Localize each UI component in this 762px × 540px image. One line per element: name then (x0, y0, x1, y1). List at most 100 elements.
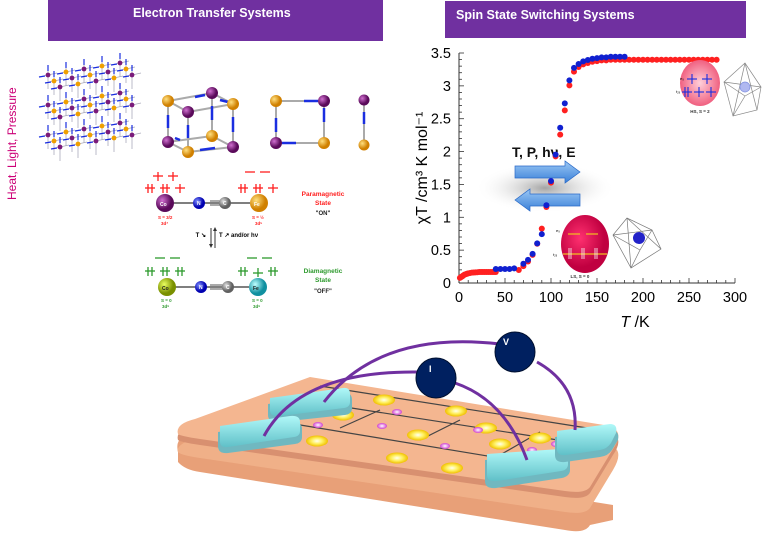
data-point-blue (612, 53, 619, 60)
data-point-red (644, 56, 651, 63)
ammeter-icon: I (415, 357, 457, 399)
y-axis-title: χT /cm³ K mol⁻¹ (414, 112, 431, 225)
spin-state-banner: Spin State Switching Systems (445, 1, 746, 38)
co-orbital-diagram-para (145, 172, 185, 193)
fe-spin-dia: S = 0 (252, 298, 263, 303)
data-point-red (515, 267, 522, 274)
c-atom-dia (222, 281, 234, 293)
x-tick-label: 300 (723, 290, 747, 306)
data-point-red (658, 56, 665, 63)
data-point-blue (571, 64, 577, 71)
data-point-blue (492, 266, 499, 273)
linker-node (473, 427, 483, 433)
y-tick-label: 3.5 (431, 46, 451, 62)
co-config-para: 3d⁷ (161, 221, 168, 226)
voltmeter-label: V (503, 337, 509, 347)
data-point-red (640, 56, 646, 63)
molecular-node (489, 438, 511, 450)
data-point-blue (529, 250, 536, 257)
diamagnetic-state-label: State (315, 277, 331, 284)
data-point-blue (594, 55, 600, 62)
prussian-blue-lattice-image (38, 53, 142, 161)
spin-state-title: Spin State Switching Systems (456, 8, 635, 22)
data-point-blue (497, 266, 504, 273)
electron-transfer-title: Electron Transfer Systems (133, 6, 291, 20)
c-atom-para-label: C (223, 201, 227, 207)
data-point-red (538, 225, 545, 232)
y-tick-label: 2.5 (431, 112, 451, 128)
data-point-red (663, 56, 669, 63)
data-point-blue (607, 53, 614, 60)
x-tick-label: 50 (497, 290, 513, 306)
data-point-red (626, 56, 633, 63)
ls-eg-label: e₉ (556, 228, 560, 233)
fe-atom-dia-label: Fe (253, 286, 259, 292)
data-point-blue (548, 177, 554, 184)
c-atom-dia-label: C (226, 285, 230, 291)
cooling-label: T ↘ (196, 233, 206, 239)
data-point-red (561, 107, 568, 114)
electrode-bottom-left (220, 415, 300, 448)
n-atom-para (193, 197, 205, 209)
c-atom-para (219, 197, 231, 209)
data-point-red (566, 82, 573, 89)
data-point-blue (621, 53, 628, 60)
molecular-cube-image (162, 87, 239, 158)
co-spin-para: S = 3/2 (158, 215, 173, 220)
linker-node (440, 443, 450, 449)
data-point-red (681, 56, 688, 63)
data-point-blue (520, 260, 527, 267)
n-atom-dia-label: N (199, 285, 203, 291)
hs-eg-label: e₉ (680, 76, 684, 81)
molecular-node (445, 405, 467, 417)
ls-octahedron-icon (612, 217, 662, 269)
hs-label: HS, S = 2 (690, 109, 710, 114)
data-point-blue (617, 53, 623, 60)
data-point-blue (557, 124, 564, 131)
data-point-red (709, 56, 715, 63)
n-atom-para-label: N (197, 201, 201, 207)
data-point-red (667, 56, 674, 63)
electron-transfer-banner: Electron Transfer Systems (48, 0, 383, 41)
circuit-wires (262, 340, 577, 461)
co-spin-dia: S = 0 (161, 298, 172, 303)
data-point-blue (506, 266, 513, 273)
data-point-red (630, 56, 637, 63)
co-atom-dia-label: Co (162, 286, 169, 292)
data-point-blue (603, 54, 610, 61)
data-point-red (672, 56, 679, 63)
data-point-blue (534, 240, 541, 247)
ammeter-label: I (429, 364, 432, 374)
data-point-blue (525, 256, 531, 263)
molecular-node (373, 394, 395, 406)
data-point-blue (543, 202, 550, 209)
molecular-dimer-image (358, 94, 370, 151)
x-tick-label: 100 (539, 290, 563, 306)
co-config-dia: 3d⁶ (162, 304, 169, 309)
heating-light-label: T ↗ and/or hν (219, 233, 259, 239)
data-point-red (653, 56, 660, 63)
data-point-blue (561, 100, 568, 107)
data-point-red (557, 131, 564, 138)
co-atom-para (156, 194, 174, 212)
off-label: "OFF" (314, 289, 332, 295)
hs-t2g-label: t₂₉ (676, 89, 681, 94)
y-tick-label: 2 (443, 145, 451, 161)
data-point-blue (598, 54, 605, 61)
co-atom-para-label: Co (160, 202, 167, 208)
molecular-square-image (270, 95, 330, 149)
molecular-node (306, 435, 328, 447)
data-point-blue (552, 151, 559, 158)
molecular-node (529, 432, 551, 444)
reverse-arrow-icon (514, 188, 581, 212)
stimuli-label: T, P, hν, E (512, 144, 576, 160)
x-axis-title: T /K (620, 314, 650, 331)
y-tick-label: 0 (443, 276, 451, 292)
y-tick-label: 0.5 (431, 243, 451, 259)
data-point-blue (511, 265, 518, 272)
data-point-blue (502, 266, 508, 273)
x-tick-label: 150 (585, 290, 609, 306)
data-point-blue (580, 58, 587, 65)
